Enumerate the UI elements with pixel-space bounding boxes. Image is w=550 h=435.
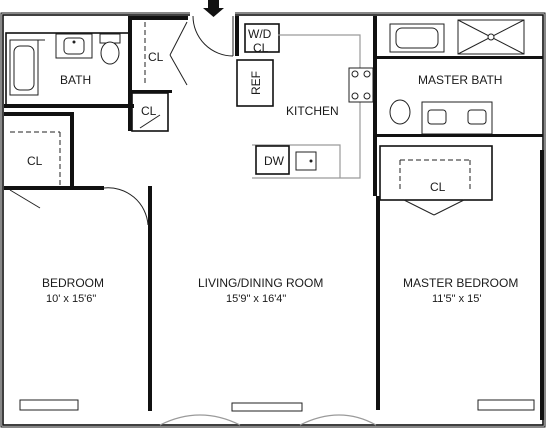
bedroom-walls: [103, 186, 152, 411]
hall-closet: [130, 16, 188, 93]
kitchen-label: KITCHEN: [286, 104, 339, 118]
master-bath-label: MASTER BATH: [418, 73, 503, 87]
entry-door-swing: [192, 15, 234, 57]
bedroom-label: BEDROOM: [42, 276, 105, 290]
living-dining-dimensions: 15'9" x 16'4": [226, 293, 287, 305]
bedroom-closet-label: CL: [27, 154, 43, 168]
master-closet: [376, 145, 544, 420]
bedroom-closet: [4, 112, 104, 209]
master-bedroom-dimensions: 11'5" x 15': [432, 293, 482, 305]
hall-closet-label: CL: [148, 50, 164, 64]
windows: [19, 399, 535, 426]
master-bath: [377, 19, 543, 137]
entry-arrow-icon: [203, 0, 224, 17]
bedroom-dimensions: 10' x 15'6": [46, 293, 97, 305]
bath-sink: [55, 33, 93, 59]
kitchen-area: [235, 16, 377, 196]
dishwasher-label: DW: [264, 154, 284, 168]
wd-closet-label-1: W/D: [248, 27, 272, 41]
bath-tub: [9, 39, 39, 96]
bath-label: BATH: [60, 73, 92, 87]
living-dining-label: LIVING/DINING ROOM: [198, 276, 324, 290]
master-closet-label: CL: [430, 180, 446, 194]
linen-closet-label: CL: [141, 104, 157, 118]
bath-toilet: [99, 33, 121, 65]
master-bedroom-label: MASTER BEDROOM: [403, 276, 519, 290]
refrigerator-label: REF: [249, 71, 263, 95]
wd-closet-label-2: CL: [253, 41, 269, 55]
linen-closet: [131, 92, 169, 132]
